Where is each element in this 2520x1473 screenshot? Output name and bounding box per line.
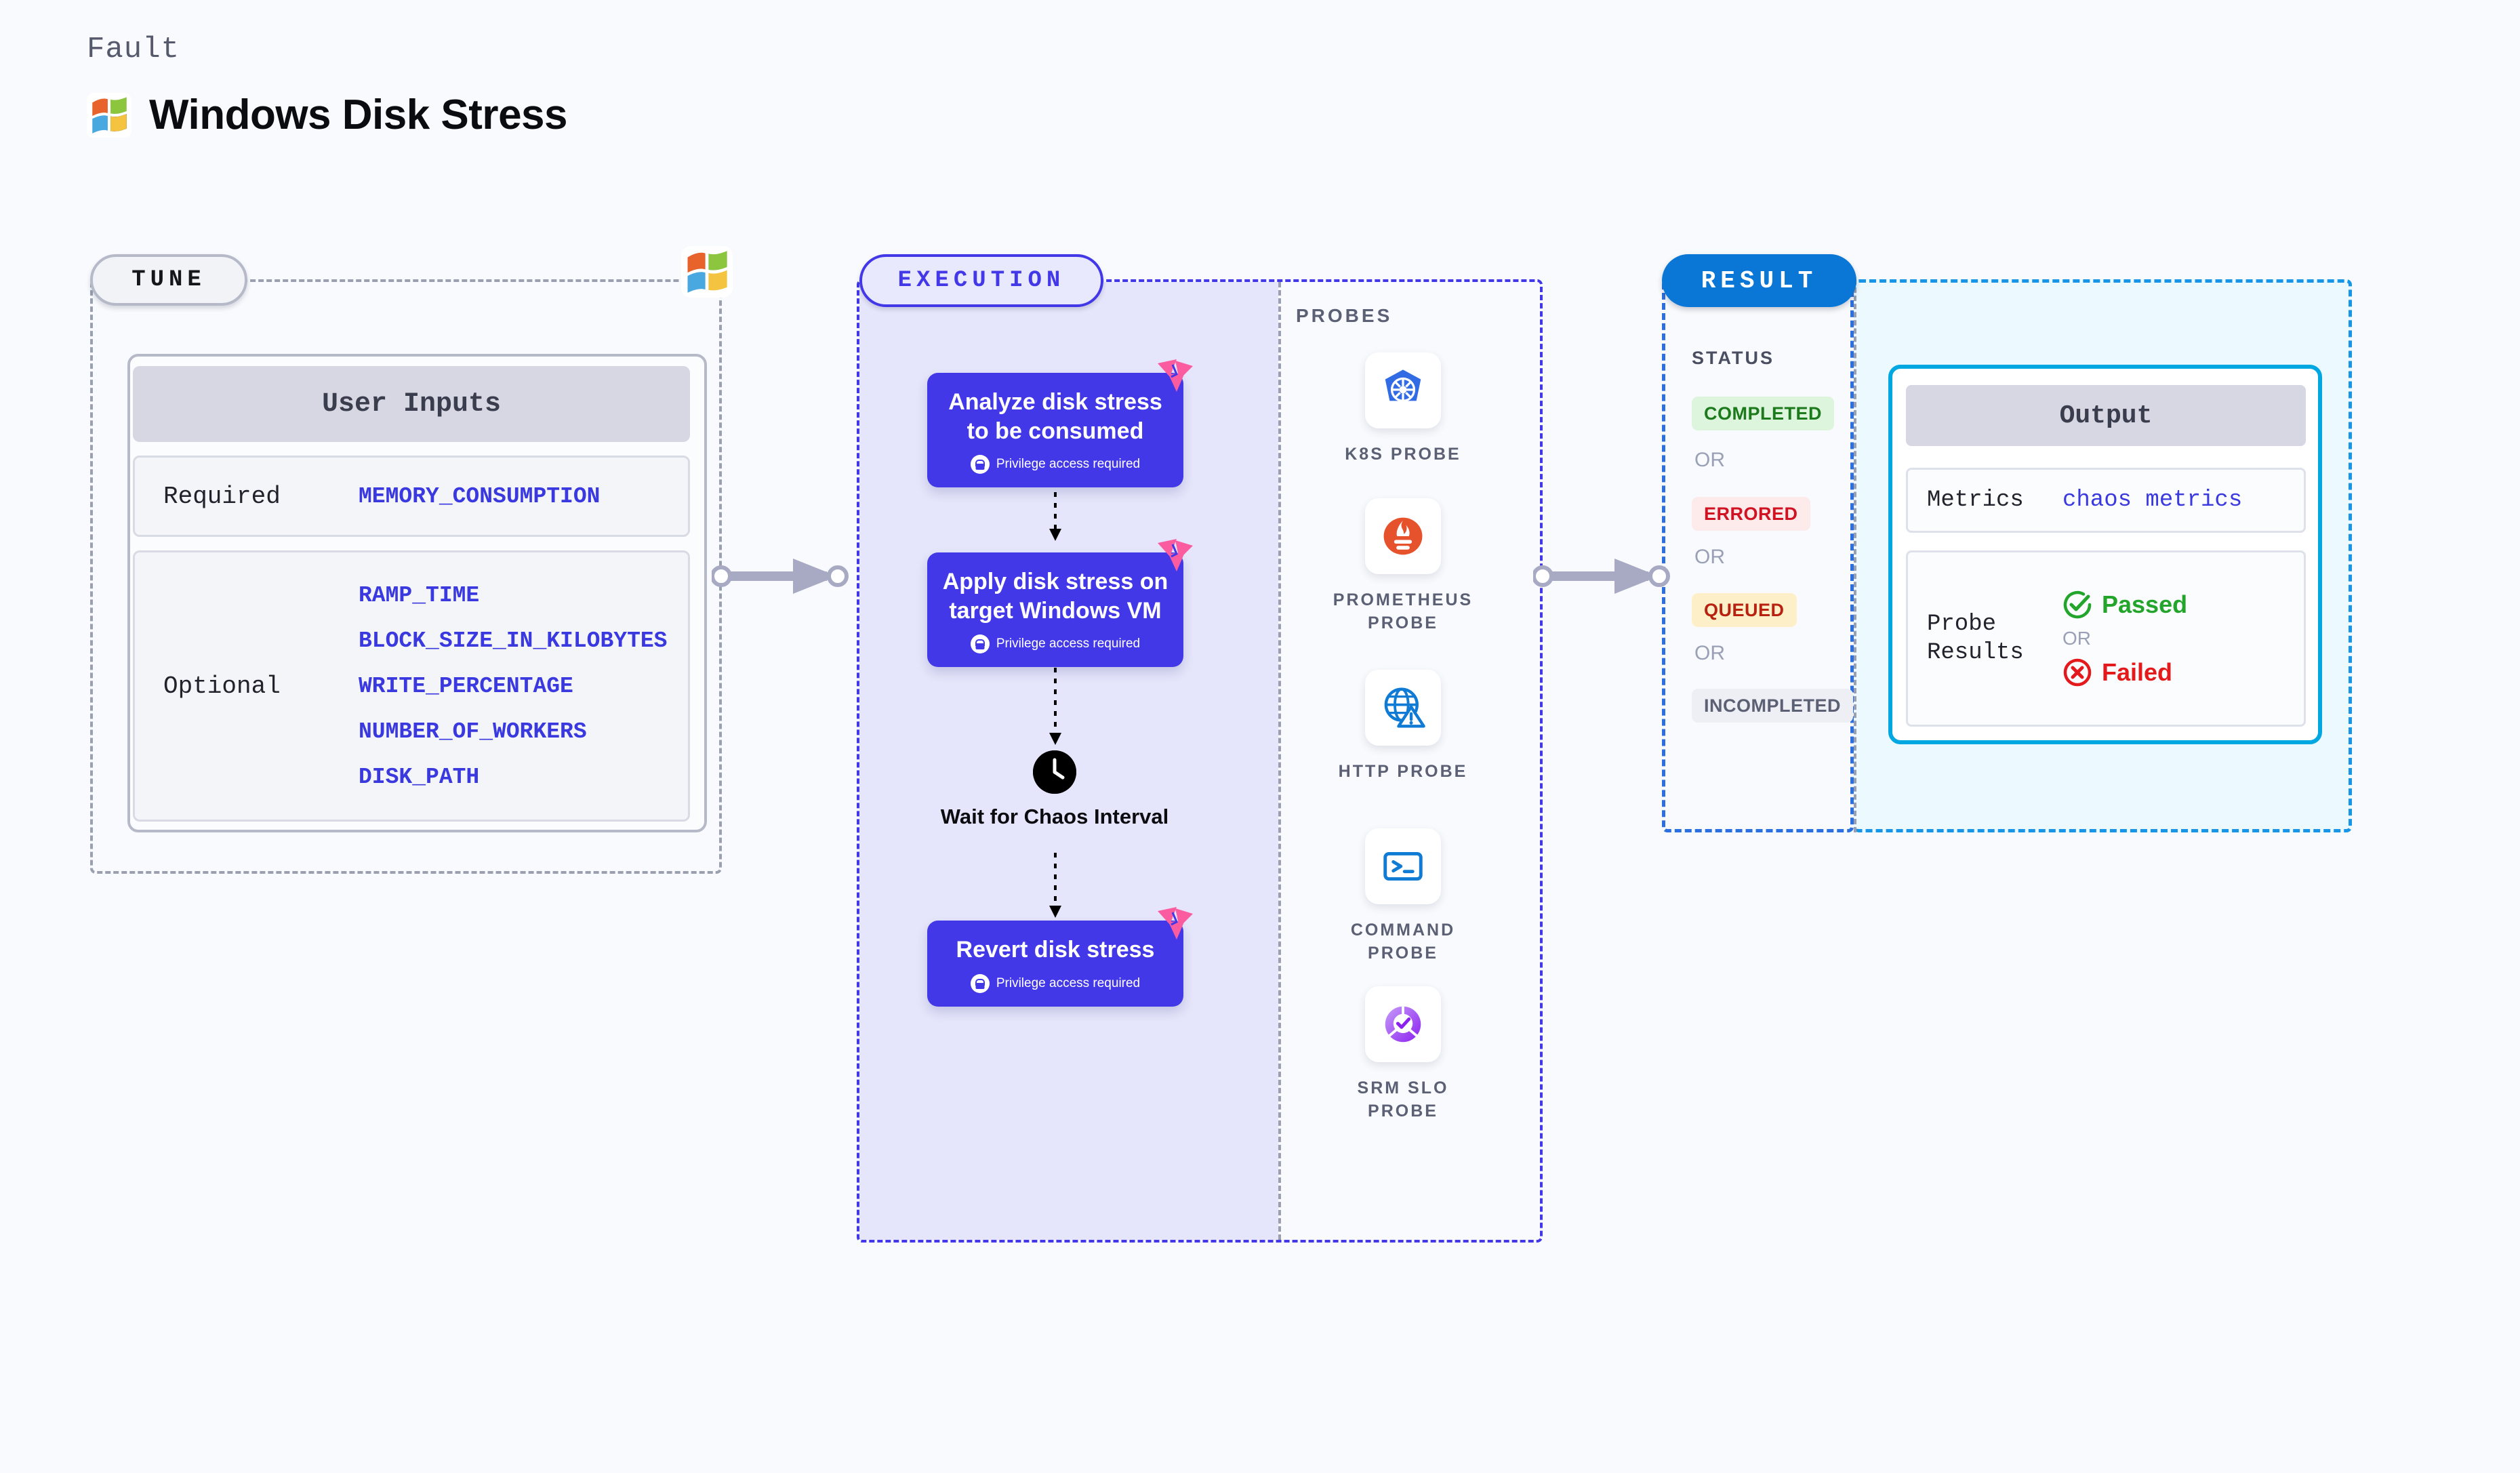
input-name: BLOCK_SIZE_IN_KILOBYTES	[359, 628, 668, 653]
page-title: Windows Disk Stress	[149, 92, 568, 138]
kubernetes-icon	[1365, 352, 1441, 428]
input-name: MEMORY_CONSUMPTION	[359, 483, 601, 509]
step-arrow	[1049, 668, 1061, 745]
connector-tune-to-execution	[712, 559, 849, 594]
step-note-label: Privilege access required	[996, 457, 1141, 471]
execution-badge: EXECUTION	[859, 254, 1103, 307]
step-note: Privilege access required	[970, 634, 1141, 653]
litmus-fault-marker-icon	[1158, 539, 1193, 571]
input-name: DISK_PATH	[359, 764, 480, 790]
probe-item-prometheus[interactable]: PROMETHEUS PROBE	[1325, 498, 1481, 635]
failed-label: Failed	[2102, 658, 2173, 686]
probe-label: K8S PROBE	[1345, 445, 1461, 464]
required-label: Required	[163, 482, 281, 510]
litmus-fault-marker-icon	[1158, 907, 1193, 940]
terminal-icon	[1365, 828, 1441, 904]
probe-results-values: Passed OR Failed	[2062, 590, 2187, 687]
lock-icon	[970, 973, 990, 993]
result-badge: RESULT	[1662, 254, 1856, 307]
step-title: Apply disk stress on target Windows VM	[942, 569, 1168, 624]
or-separator: OR	[1694, 642, 1725, 664]
tune-badge: TUNE	[90, 254, 247, 306]
page-title-row: Windows Disk Stress	[87, 91, 568, 139]
probe-result-passed: Passed	[2062, 590, 2187, 620]
step-note: Privilege access required	[970, 455, 1141, 474]
step-title: Analyze disk stress to be consumed	[948, 389, 1162, 444]
probe-result-failed: Failed	[2062, 658, 2187, 687]
execution-step-card[interactable]: Analyze disk stress to be consumed Privi…	[927, 359, 1193, 487]
lock-icon	[970, 455, 990, 474]
status-badge-incompleted: INCOMPLETED	[1692, 689, 1854, 723]
optional-label: Optional	[163, 672, 281, 700]
srm-slo-icon	[1365, 986, 1441, 1062]
step-title: Revert disk stress	[956, 937, 1155, 963]
probe-label: SRM SLO PROBE	[1357, 1078, 1449, 1121]
check-circle-icon	[2063, 590, 2092, 619]
step-note-label: Privilege access required	[996, 637, 1141, 651]
probe-label: PROMETHEUS PROBE	[1333, 590, 1474, 632]
probe-results-label: Probe Results	[1927, 611, 2024, 666]
status-title: STATUS	[1692, 348, 1774, 368]
required-inputs-row: Required MEMORY_CONSUMPTION	[133, 456, 690, 537]
or-separator: OR	[2062, 628, 2091, 649]
optional-inputs-row: Optional RAMP_TIME BLOCK_SIZE_IN_KILOBYT…	[133, 550, 690, 822]
metrics-label: Metrics	[1927, 487, 2024, 513]
probe-item-command[interactable]: COMMAND PROBE	[1325, 828, 1481, 965]
status-badge-errored: ERRORED	[1692, 497, 1810, 531]
litmus-fault-marker-icon	[1158, 359, 1193, 392]
step-note-label: Privilege access required	[996, 975, 1141, 990]
windows-logo-icon	[681, 246, 733, 298]
probes-divider	[1278, 282, 1281, 1240]
input-name: RAMP_TIME	[359, 582, 480, 608]
probes-title: PROBES	[1296, 305, 1393, 326]
execution-step-card[interactable]: Apply disk stress on target Windows VM P…	[927, 539, 1193, 667]
output-probe-results-row: Probe Results Passed OR Failed	[1906, 550, 2306, 727]
probe-label: COMMAND PROBE	[1350, 921, 1456, 963]
wait-node	[1033, 750, 1076, 794]
metrics-value: chaos metrics	[2062, 487, 2243, 513]
input-name: NUMBER_OF_WORKERS	[359, 719, 587, 744]
passed-label: Passed	[2102, 590, 2188, 618]
page-header: Fault Windows Disk Stress	[87, 33, 568, 139]
result-divider	[1854, 279, 1856, 832]
step-arrow	[1049, 481, 1061, 541]
wait-label: Wait for Chaos Interval	[940, 805, 1169, 828]
output-metrics-row: Metrics chaos metrics	[1906, 468, 2306, 533]
x-circle-icon	[2063, 658, 2092, 687]
page-eyebrow: Fault	[87, 33, 180, 66]
step-note: Privilege access required	[970, 973, 1141, 993]
optional-values: RAMP_TIME BLOCK_SIZE_IN_KILOBYTES WRITE_…	[359, 583, 667, 790]
step-arrow	[1049, 853, 1061, 918]
http-globe-warning-icon	[1365, 670, 1441, 746]
or-separator: OR	[1694, 449, 1725, 471]
clock-icon	[1033, 750, 1076, 794]
required-values: MEMORY_CONSUMPTION	[359, 484, 600, 509]
input-name: WRITE_PERCENTAGE	[359, 673, 573, 699]
user-inputs-header: User Inputs	[133, 366, 690, 442]
lock-icon	[970, 634, 990, 653]
output-header: Output	[1906, 385, 2306, 446]
probe-label: HTTP PROBE	[1338, 762, 1468, 781]
connector-execution-to-result	[1533, 559, 1670, 594]
prometheus-icon	[1365, 498, 1441, 574]
status-badge-completed: COMPLETED	[1692, 397, 1835, 430]
execution-region	[857, 279, 1543, 1243]
probe-item-http[interactable]: HTTP PROBE	[1325, 670, 1481, 784]
probe-item-k8s[interactable]: K8S PROBE	[1325, 352, 1481, 466]
windows-logo-icon	[87, 92, 131, 138]
probe-item-srm-slo[interactable]: SRM SLO PROBE	[1325, 986, 1481, 1123]
status-badge-queued: QUEUED	[1692, 593, 1797, 627]
or-separator: OR	[1694, 546, 1725, 568]
execution-step-card[interactable]: Revert disk stress Privilege access requ…	[927, 907, 1193, 1007]
